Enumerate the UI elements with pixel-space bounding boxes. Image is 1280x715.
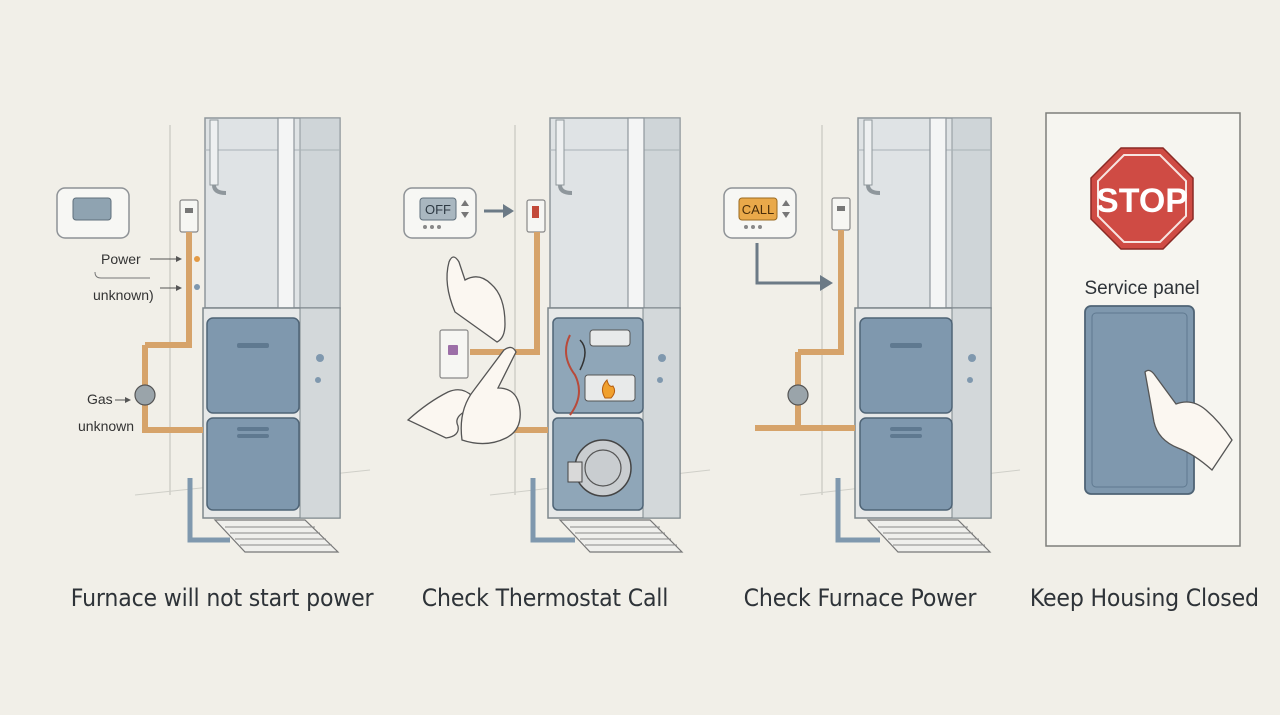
flame-icon bbox=[601, 379, 616, 399]
panel-1-furnace-no-start: Power unknown) Gas unknown bbox=[56, 117, 371, 553]
panel-2-check-thermostat: OFF bbox=[403, 117, 711, 553]
stop-sign-icon bbox=[1090, 147, 1194, 250]
gas-label: Gas bbox=[87, 391, 113, 407]
flue-pipe bbox=[277, 117, 295, 309]
hand-touching-panel-icon bbox=[1144, 369, 1233, 471]
blower-wheel-icon bbox=[574, 439, 632, 497]
caption-step-3: Check Furnace Power bbox=[743, 584, 977, 612]
caption-step-1: Furnace will not start power bbox=[70, 584, 374, 612]
panel-4-keep-housing-closed: STOP Service panel bbox=[1045, 112, 1241, 547]
thermostat-display-call: CALL bbox=[742, 202, 775, 217]
power-status-label: unknown) bbox=[93, 287, 154, 303]
gas-status-label: unknown bbox=[78, 418, 134, 434]
stop-sign-text: STOP bbox=[1096, 182, 1188, 220]
thermostat-display-off: OFF bbox=[425, 202, 451, 217]
arrow-elbow-icon bbox=[820, 275, 833, 291]
service-switch bbox=[179, 199, 199, 233]
service-panel-door bbox=[1084, 305, 1195, 495]
power-label: Power bbox=[101, 251, 141, 267]
upper-access-door bbox=[206, 317, 300, 414]
caption-step-4: Keep Housing Closed bbox=[1029, 584, 1259, 612]
hand-pressing-thermostat-icon bbox=[446, 256, 506, 343]
service-panel-label: Service panel bbox=[1084, 278, 1199, 299]
floor-register bbox=[213, 519, 340, 553]
hand-right-icon bbox=[460, 346, 521, 445]
gas-valve-icon bbox=[134, 384, 156, 406]
lower-access-door bbox=[206, 417, 300, 511]
panel-3-check-furnace-power: CALL bbox=[723, 117, 1021, 553]
caption-step-2: Check Thermostat Call bbox=[421, 584, 669, 612]
arrow-right-icon bbox=[503, 204, 514, 218]
